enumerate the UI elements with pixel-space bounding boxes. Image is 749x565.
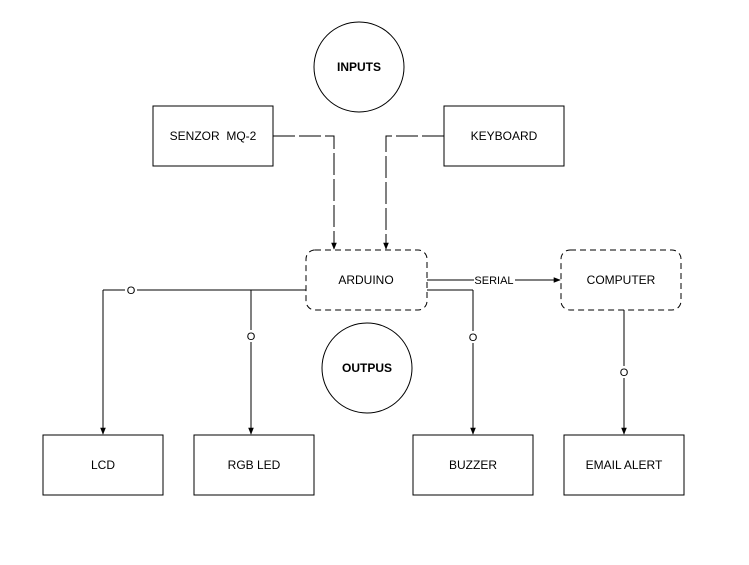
sensor-node: SENZOR MQ-2 (152, 105, 274, 167)
outputs-circle: OUTPUS (321, 322, 413, 414)
arduino-to-rgb-led-edge: O (247, 290, 256, 435)
buzzer-edge-marker: O (469, 332, 478, 344)
inputs-circle: INPUTS (313, 21, 405, 113)
computer-node-label: COMPUTER (587, 273, 656, 287)
lcd-edge-marker: O (127, 285, 136, 297)
arduino-node-label: ARDUINO (338, 273, 393, 287)
inputs-circle-label: INPUTS (337, 60, 381, 74)
computer-to-email-edge: O (620, 310, 629, 435)
rgb-led-node-label: RGB LED (228, 458, 281, 472)
sensor-node-label: SENZOR MQ-2 (170, 129, 257, 143)
arduino-to-lcd-edge: O (100, 285, 306, 435)
serial-edge: SERIAL (427, 275, 561, 287)
computer-node: COMPUTER (560, 249, 682, 311)
arduino-node: ARDUINO (305, 249, 428, 311)
keyboard-to-arduino-edge (383, 135, 444, 250)
lcd-node: LCD (42, 434, 164, 496)
email-alert-node-label: EMAIL ALERT (586, 458, 663, 472)
buzzer-node-label: BUZZER (449, 458, 497, 472)
lcd-node-label: LCD (91, 458, 115, 472)
rgb-led-edge-marker: O (247, 331, 256, 343)
keyboard-node: KEYBOARD (443, 105, 565, 167)
outputs-circle-label: OUTPUS (342, 361, 392, 375)
keyboard-node-label: KEYBOARD (471, 129, 538, 143)
email-edge-marker: O (620, 367, 629, 379)
arduino-to-buzzer-edge: O (427, 289, 478, 435)
buzzer-node: BUZZER (412, 434, 534, 496)
sensor-to-arduino-edge (273, 135, 337, 250)
email-alert-node: EMAIL ALERT (563, 434, 685, 496)
serial-edge-label: SERIAL (474, 275, 513, 287)
rgb-led-node: RGB LED (193, 434, 315, 496)
